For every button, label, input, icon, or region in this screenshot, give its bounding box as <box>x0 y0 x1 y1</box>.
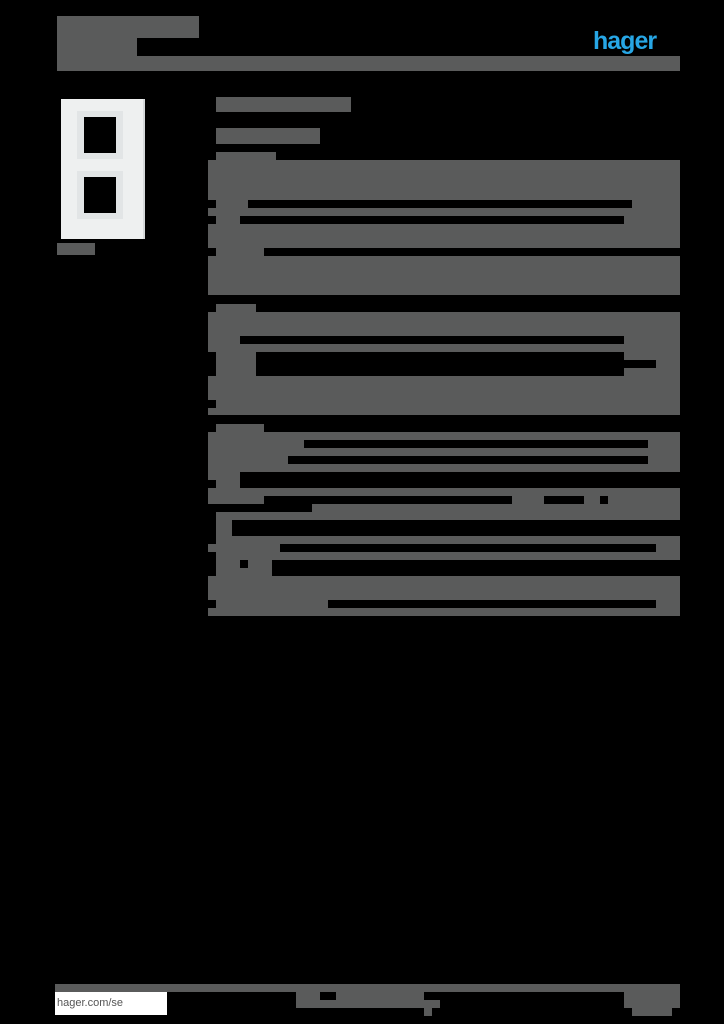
product-subtitle <box>216 128 320 144</box>
product-image <box>61 99 145 239</box>
header-rule <box>57 56 680 71</box>
subtitle-block <box>57 38 137 58</box>
footer-center-mark <box>424 1008 432 1016</box>
footer-url-link[interactable]: hager.com/se <box>55 992 167 1015</box>
frame-window-top <box>77 111 123 159</box>
title-block <box>57 24 199 38</box>
frame-window-bottom <box>77 171 123 219</box>
footer-center-mark <box>424 1000 440 1008</box>
footer-rule <box>55 984 680 992</box>
product-title <box>216 97 351 112</box>
footer-page-number <box>624 992 680 1008</box>
footer-center-text <box>296 992 424 1008</box>
spec-table-1 <box>208 160 680 295</box>
footer-page-number <box>632 1008 672 1016</box>
hager-logo: hager <box>593 27 657 55</box>
image-caption <box>57 243 95 255</box>
